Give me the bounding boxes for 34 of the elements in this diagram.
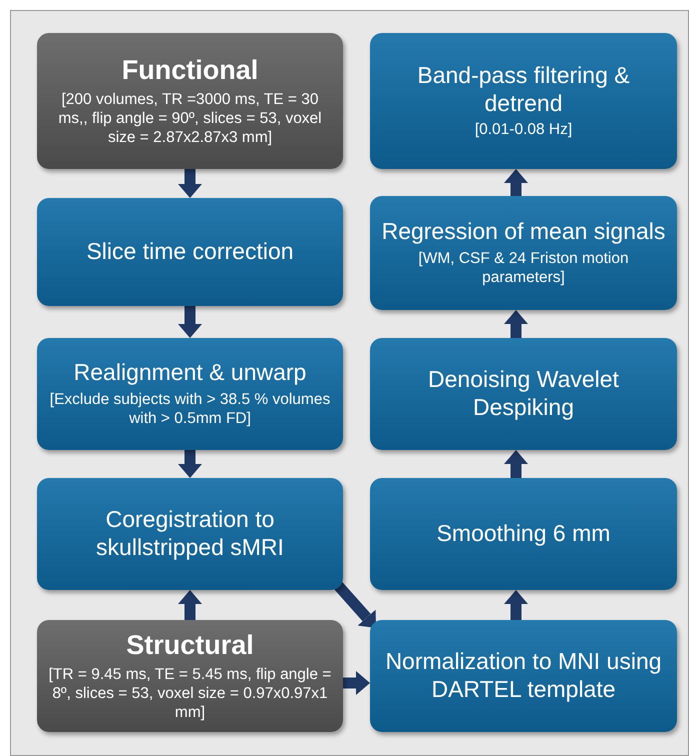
step-title: Slice time correction (86, 238, 294, 266)
block-arrow (504, 169, 528, 196)
block-arrow (178, 306, 202, 338)
process-box (370, 33, 677, 169)
step-detail: [200 volumes, TR =3000 ms, TE = 30 ms,, flip angle = 90º, slices = 53, voxel size = 2.87x2.87x3 mm] (57, 90, 323, 148)
process-box (37, 338, 343, 450)
step-title: Functional (122, 54, 258, 87)
step-title: Band-pass filtering & detrend (416, 62, 631, 118)
block-arrow (178, 450, 202, 478)
process-box (37, 198, 343, 306)
step-title: Realignment & unwarp (74, 359, 306, 387)
step-detail: [TR = 9.45 ms, TE = 5.45 ms, flip angle = 8º, slices = 53, voxel size = 0.97x0.97x1 mm] (48, 664, 332, 723)
process-box (370, 196, 677, 310)
block-arrow (178, 169, 202, 198)
block-arrow (504, 590, 528, 620)
input-box (37, 33, 343, 169)
process-box (370, 478, 677, 590)
step-title: Denoising Wavelet Despiking (427, 366, 620, 422)
block-arrow (343, 671, 370, 695)
block-arrow (178, 590, 202, 620)
step-title: Coregistration to skullstripped sMRI (95, 506, 285, 562)
process-box (37, 478, 343, 590)
step-title: Structural (126, 629, 254, 662)
input-box (37, 620, 343, 732)
step-detail: [Exclude subjects with > 38.5 % volumes with > 0.5mm FD] (48, 390, 332, 429)
step-title: Regression of mean signals (382, 218, 666, 246)
step-detail: [0.01-0.08 Hz] (474, 120, 572, 140)
block-arrow (504, 310, 528, 338)
process-box (370, 620, 677, 732)
process-box (370, 338, 677, 450)
step-detail: [WM, CSF & 24 Friston motion parameters] (417, 248, 630, 288)
block-arrow (504, 450, 528, 478)
step-title: Smoothing 6 mm (436, 520, 610, 548)
step-title: Normalization to MNI using DARTEL template (384, 648, 663, 704)
